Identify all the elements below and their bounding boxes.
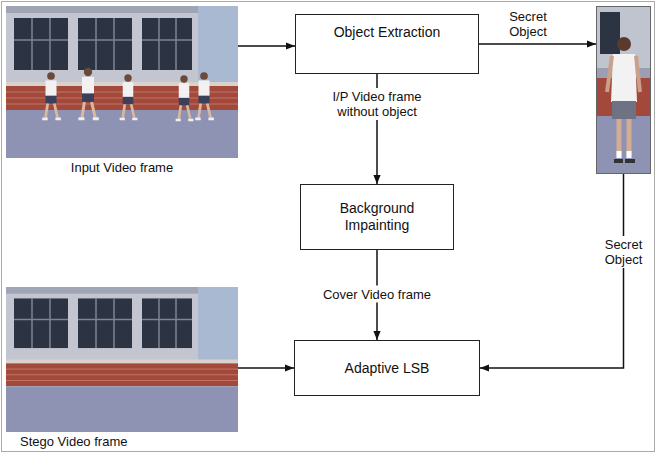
walking-person bbox=[176, 75, 194, 120]
person-shirt bbox=[611, 54, 637, 102]
frame-caption: Input Video frame bbox=[6, 160, 238, 175]
video-frame: Stego Video frame bbox=[6, 287, 238, 449]
flow-arrow bbox=[479, 43, 596, 45]
box-label: Object Extraction bbox=[334, 24, 441, 41]
box-label: Adaptive LSB bbox=[345, 360, 430, 377]
edge-label: Cover Video frame bbox=[320, 286, 434, 303]
frame-area bbox=[6, 6, 238, 158]
picture-border bbox=[597, 7, 651, 174]
street-scene bbox=[6, 6, 238, 158]
flow-arrow bbox=[238, 45, 295, 47]
person-arms bbox=[607, 56, 640, 92]
secret-object-picture bbox=[596, 6, 651, 174]
pavement bbox=[596, 116, 651, 174]
frame-area bbox=[6, 287, 238, 432]
edge-label: Secret Object bbox=[497, 8, 559, 40]
video-frame: Input Video frame bbox=[6, 6, 238, 175]
person-socks bbox=[619, 151, 629, 158]
walking-person bbox=[42, 72, 61, 119]
input-frame-picture bbox=[6, 6, 238, 158]
frame-area bbox=[596, 6, 651, 174]
stego-frame-picture bbox=[6, 287, 238, 432]
flow-arrow bbox=[480, 174, 624, 368]
walking-person bbox=[78, 68, 98, 119]
window bbox=[600, 12, 620, 54]
edge-label: Secret Object bbox=[602, 236, 646, 268]
person-shoes bbox=[614, 159, 635, 163]
walking-person bbox=[195, 72, 214, 119]
process-box: Object Extraction bbox=[295, 14, 479, 74]
person-head bbox=[617, 37, 631, 51]
video-frame bbox=[596, 6, 651, 174]
box-label: Background Impainting bbox=[309, 200, 445, 234]
frame-caption: Stego Video frame bbox=[6, 434, 238, 449]
process-box: Adaptive LSB bbox=[294, 340, 480, 396]
street-scene bbox=[6, 287, 238, 432]
process-box: Background Impainting bbox=[300, 184, 454, 250]
person-shorts bbox=[612, 101, 636, 119]
person-legs bbox=[619, 119, 629, 156]
picture-ground bbox=[596, 6, 651, 174]
edge-label: I/P Video frame without object bbox=[317, 88, 437, 120]
walking-person bbox=[120, 74, 138, 119]
flow-arrow bbox=[238, 367, 294, 369]
